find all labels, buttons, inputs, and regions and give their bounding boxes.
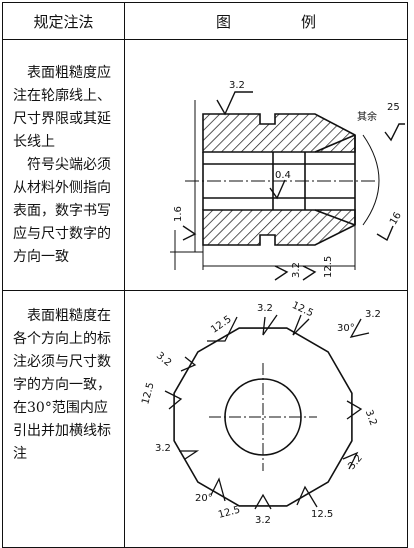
header-rule-label: 规定注法 [33,12,94,31]
label-top: 3.2 [229,80,245,91]
label-l3: 12.5 [290,300,315,319]
label-rest: 其余 [357,110,377,123]
row-2: 表面粗糙度在各个方向上的标注必须与尺寸数字的方向一致，在30°范围内应引出并加横… [2,290,408,548]
polygon-drawing: 12.5 3.2 12.5 30° 3.2 3.2 12.5 3.2 3.2 2… [140,300,381,526]
roughness-symbol-bottom2 [302,265,317,281]
upper-section [202,113,356,153]
label-l5: 3.2 [365,309,381,320]
label-left: 1.6 [173,206,184,222]
leader-group [164,314,370,510]
row2-rule: 表面粗糙度在各个方向上的标注必须与尺寸数字的方向一致，在30°范围内应引出并加横… [2,290,125,548]
header-rule: 规定注法 [2,2,125,40]
label-l9: 3.2 [155,443,171,454]
roughness-symbol-left [182,225,197,241]
dodecagon-outline [173,327,353,507]
label-bottom1: 3.2 [291,262,302,278]
row-1: 表面粗糙度应注在轮廓线上、尺寸界限或其延长线上 符号尖端必须从材料外侧指向表面，… [2,39,408,291]
row1-rule: 表面粗糙度应注在轮廓线上、尺寸界限或其延长线上 符号尖端必须从材料外侧指向表面，… [2,39,125,291]
label-l10: 20° [195,493,213,504]
roughness-symbol-right [376,225,394,242]
lower-section [202,209,356,246]
roughness-symbol-bottom1 [274,265,289,281]
roughness-symbol-top [216,91,253,116]
label-right: 16 [388,210,404,227]
label-bottom2: 12.5 [323,256,334,278]
header-example-char2: 例 [301,12,317,31]
label-l11: 12.5 [217,505,241,521]
label-rest-value: 25 [387,102,400,113]
spec-table: 规定注法 图例 表面粗糙度应注在轮廓线上、尺寸界限或其延长线上 符号尖端必须从材… [2,2,408,548]
label-inner: 0.4 [275,170,291,181]
label-l2: 3.2 [257,303,273,314]
label-l7: 12.5 [140,381,156,405]
header-example: 图例 [124,2,408,40]
label-l6: 3.2 [154,350,173,369]
row1-para2: 符号尖端必须从材料外侧指向表面，数字书写应与尺寸数字的方向一致 [13,157,111,265]
row1-para1: 表面粗糙度应注在轮廓线上、尺寸界限或其延长线上 [13,65,111,150]
header-example-char1: 图 [215,12,231,31]
header-row: 规定注法 图例 [2,2,408,40]
roughness-symbol-rest [384,123,405,142]
label-l14: 3.2 [346,453,365,472]
row2-para: 表面粗糙度在各个方向上的标注必须与尺寸数字的方向一致，在30°范围内应引出并加横… [13,308,111,462]
bushing-drawing: 3.2 其余 25 0.4 1.6 3.2 12.5 16 [170,80,405,281]
label-l12: 3.2 [255,515,271,526]
roughness-symbol-inner [269,179,286,200]
row2-figure: 12.5 3.2 12.5 30° 3.2 3.2 12.5 3.2 3.2 2… [124,290,408,548]
label-l13: 12.5 [311,509,333,520]
label-l4: 30° [337,323,355,334]
row1-figure: 3.2 其余 25 0.4 1.6 3.2 12.5 16 [124,39,408,291]
label-l8: 3.2 [363,409,379,428]
